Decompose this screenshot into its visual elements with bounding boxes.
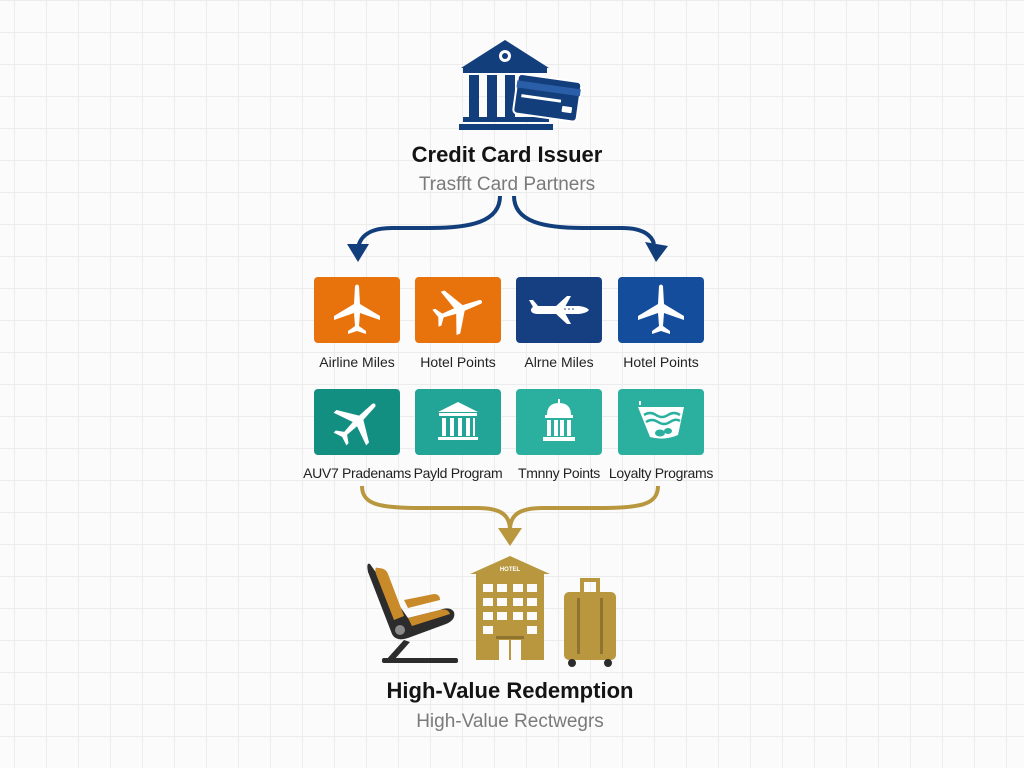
partner-label: Alrne Miles bbox=[524, 354, 594, 370]
partner-tile-auv7-pradenams bbox=[314, 389, 400, 455]
partner-label: Tmnny Points bbox=[518, 465, 600, 481]
issuer-title: Credit Card Issuer bbox=[411, 142, 603, 167]
partner-label: Hotel Points bbox=[420, 354, 496, 370]
arrow-merge-right bbox=[508, 485, 660, 531]
issuer-subtitle: Trasfft Card Partners bbox=[418, 174, 596, 195]
redemption-node: HOTEL High-Value Redemption High-Value R… bbox=[0, 548, 1024, 748]
partner-tile-loyalty-programs bbox=[618, 389, 704, 455]
partner-tile-airline-miles bbox=[314, 277, 400, 343]
bank-with-credit-card-icon bbox=[459, 40, 583, 130]
arrow-merge-left bbox=[360, 485, 512, 531]
partner-label: Hotel Points bbox=[623, 354, 699, 370]
redemption-subtitle: High-Value Rectwegrs bbox=[416, 711, 604, 732]
airplane-seat-icon bbox=[367, 563, 458, 663]
airplane-icon bbox=[432, 290, 483, 336]
redemption-title: High-Value Redemption bbox=[386, 678, 634, 703]
airplane-icon bbox=[333, 403, 376, 446]
partner-tile-payld-program bbox=[415, 389, 501, 455]
partner-tile-hotel-points bbox=[415, 277, 501, 343]
partner-label: Loyalty Programs bbox=[608, 465, 714, 481]
partner-tile-tmnny-points bbox=[516, 389, 602, 455]
partner-label: Airline Miles bbox=[319, 354, 395, 370]
partner-label: Payld Program bbox=[413, 465, 503, 481]
arrow-left bbox=[356, 195, 502, 249]
hotel-sign-text: HOTEL bbox=[500, 567, 521, 573]
airplane-icon bbox=[638, 284, 684, 334]
hotel-building-icon: HOTEL bbox=[470, 556, 550, 660]
arrow-right bbox=[512, 195, 656, 245]
partner-tile-alrne-miles bbox=[516, 277, 602, 343]
partner-tile-hotel-points-2 bbox=[618, 277, 704, 343]
suitcase-icon bbox=[564, 578, 616, 667]
partner-label: AUV7 Pradenams bbox=[303, 465, 411, 481]
airplane-icon bbox=[529, 296, 589, 324]
airplane-icon bbox=[334, 284, 380, 334]
domed-building-icon bbox=[543, 399, 575, 441]
pool-icon bbox=[638, 401, 684, 439]
issuer-node: Credit Card Issuer Trasfft Card Partners bbox=[0, 0, 1024, 200]
building-columns-icon bbox=[438, 402, 478, 440]
